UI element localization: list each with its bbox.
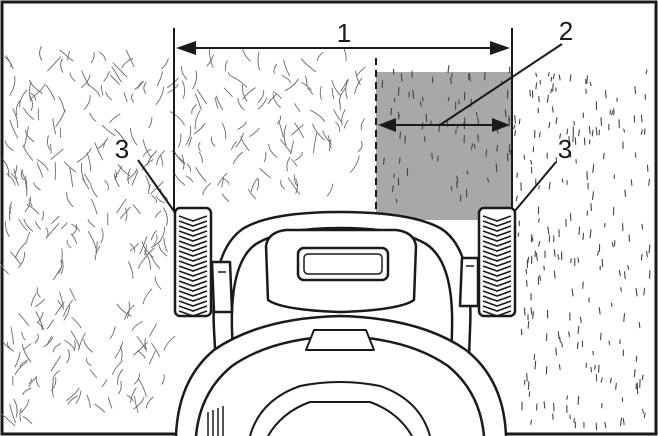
overlap-dimension [378, 118, 510, 132]
right-wheel [477, 206, 517, 318]
lawn-mower [174, 210, 508, 436]
uncut-grass-texture [0, 46, 366, 427]
leader-lines [137, 43, 563, 215]
overlap-area [376, 72, 512, 220]
callout-3-right: 3 [558, 134, 572, 164]
left-wheel [173, 206, 213, 318]
callout-2: 2 [559, 16, 573, 46]
callout-1: 1 [337, 18, 351, 48]
callout-3-left: 3 [115, 134, 129, 164]
cutting-width-dimension [173, 28, 513, 212]
cut-grass-texture [381, 64, 651, 431]
